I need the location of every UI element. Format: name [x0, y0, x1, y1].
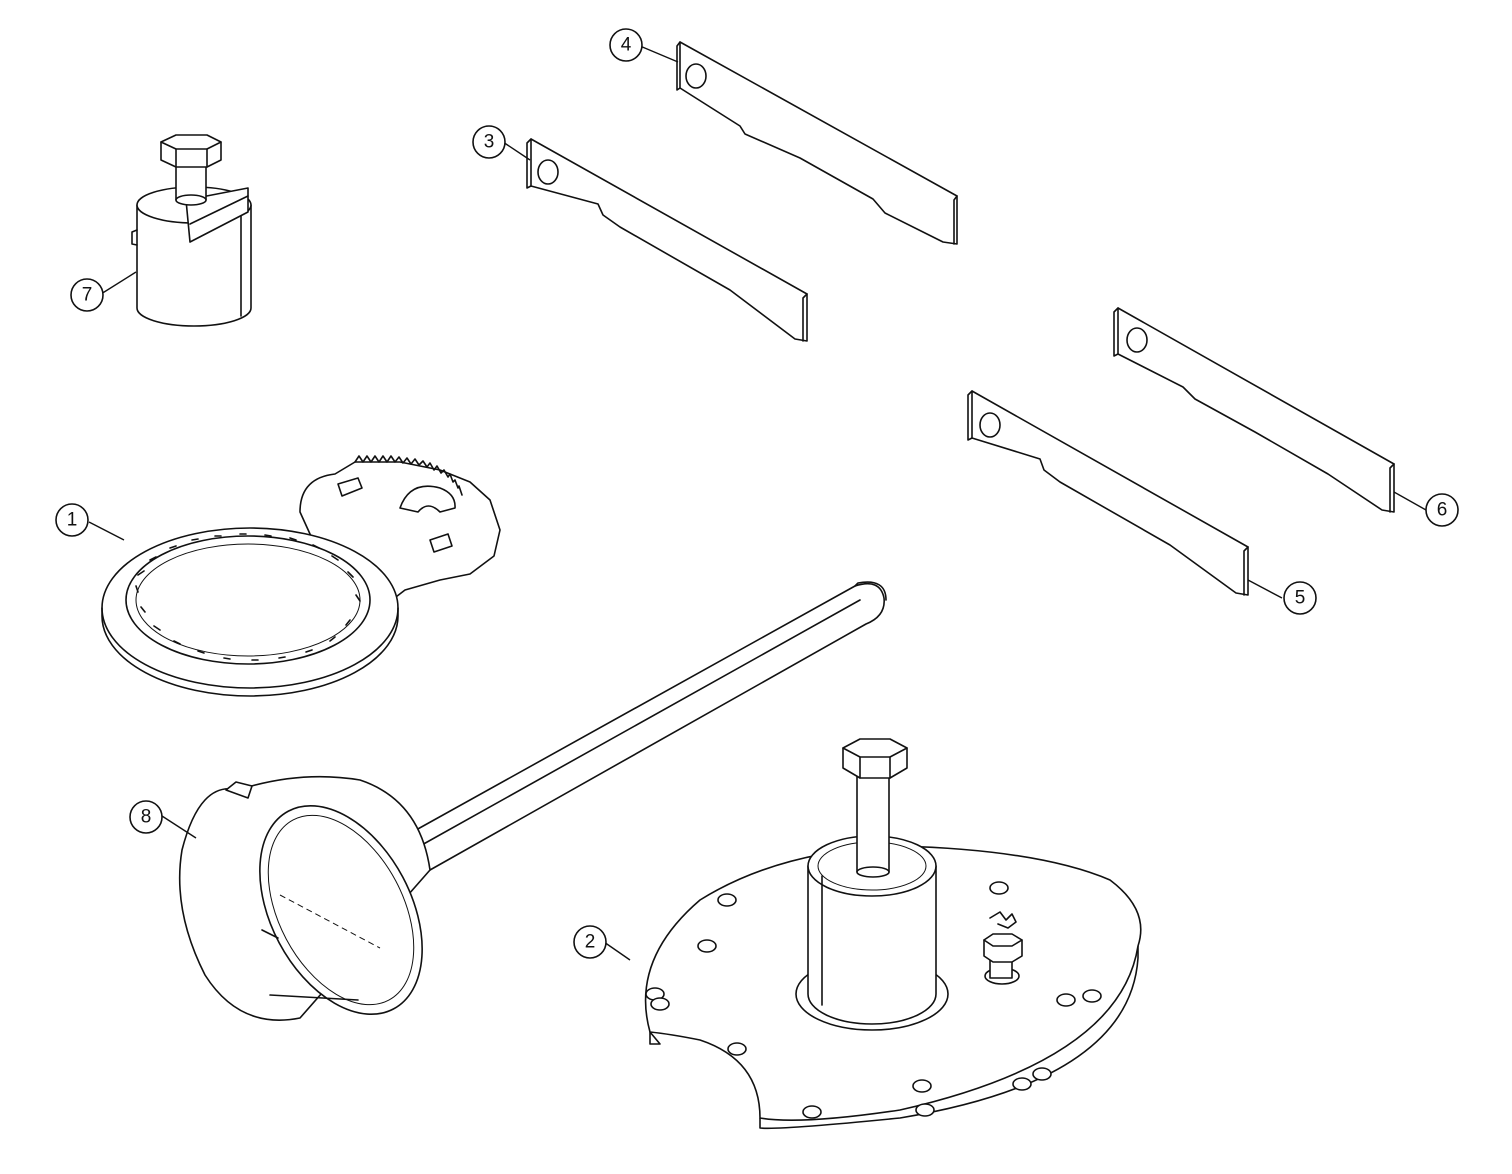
part-1-toothed-ring-wrench [101, 455, 501, 697]
part-8-cup-handle-tool [178, 581, 887, 1021]
callout-2: 2 [573, 925, 607, 959]
part-5-flat-bar [967, 390, 1249, 596]
callout-label: 4 [621, 35, 632, 56]
callout-label: 1 [67, 510, 78, 531]
part-3-flat-bar [526, 138, 808, 342]
callout-4: 4 [609, 28, 643, 62]
callout-label: 6 [1437, 500, 1448, 521]
callout-1: 1 [55, 503, 89, 537]
part-6-flat-bar [1113, 307, 1395, 513]
callout-label: 5 [1295, 588, 1306, 609]
callout-8: 8 [129, 800, 163, 834]
callout-label: 3 [484, 132, 495, 153]
part-7-puller [131, 134, 252, 327]
callout-6: 6 [1425, 493, 1459, 527]
part-2-base-plate-puller [644, 738, 1142, 1130]
leader-lines [88, 45, 1427, 961]
mounting-hole [685, 63, 707, 89]
callout-label: 7 [82, 285, 93, 306]
callout-3: 3 [472, 125, 506, 159]
mounting-hole [537, 159, 559, 185]
mounting-hole [1126, 327, 1148, 353]
callout-7: 7 [70, 278, 104, 312]
mounting-hole [979, 412, 1001, 438]
callout-5: 5 [1283, 581, 1317, 615]
callout-label: 2 [585, 932, 596, 953]
callout-label: 8 [141, 807, 152, 828]
plate-holes [645, 881, 1102, 1119]
part-4-flat-bar [676, 41, 958, 245]
